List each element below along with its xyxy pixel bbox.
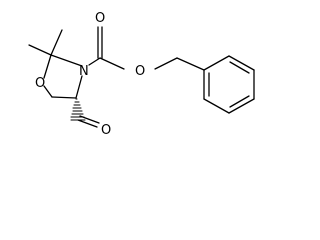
bond-aldehyde-c-o-double-b: [79, 115, 100, 124]
bond-c2-methyl-a: [28, 44, 52, 56]
bond-phenyl-5: [203, 98, 230, 114]
bond-phenyl-inner-2: [229, 95, 250, 108]
ring-oxygen-label: O: [35, 76, 45, 91]
bond-o1-c2: [43, 54, 52, 79]
bond-ester-o-ch2: [154, 57, 178, 70]
bond-phenyl-4: [228, 98, 255, 114]
chemical-structure: O N O O O: [28, 11, 255, 138]
aldehyde-oxygen-label: O: [101, 123, 111, 138]
bond-phenyl-2: [228, 55, 255, 71]
carbamate-ester-oxygen-label: O: [135, 64, 145, 79]
bond-n3-carbonyl-c: [88, 57, 101, 66]
bond-c5-o1: [43, 85, 53, 98]
ring-nitrogen-label: N: [79, 64, 89, 79]
bond-c4-c5: [51, 96, 77, 99]
bond-phenyl-inner-1: [229, 61, 250, 74]
carbamate-carbonyl-oxygen-label: O: [95, 11, 105, 26]
bond-aldehyde-c-o-double-a: [77, 119, 98, 128]
bond-carbonyl-c-ester-o: [99, 57, 125, 70]
bond-n3-c4: [75, 75, 83, 99]
bond-ch2-phenyl: [176, 57, 205, 71]
bond-phenyl-1: [203, 55, 230, 71]
bond-c2-n3: [50, 54, 83, 67]
bond-c2-methyl-b: [50, 29, 63, 56]
